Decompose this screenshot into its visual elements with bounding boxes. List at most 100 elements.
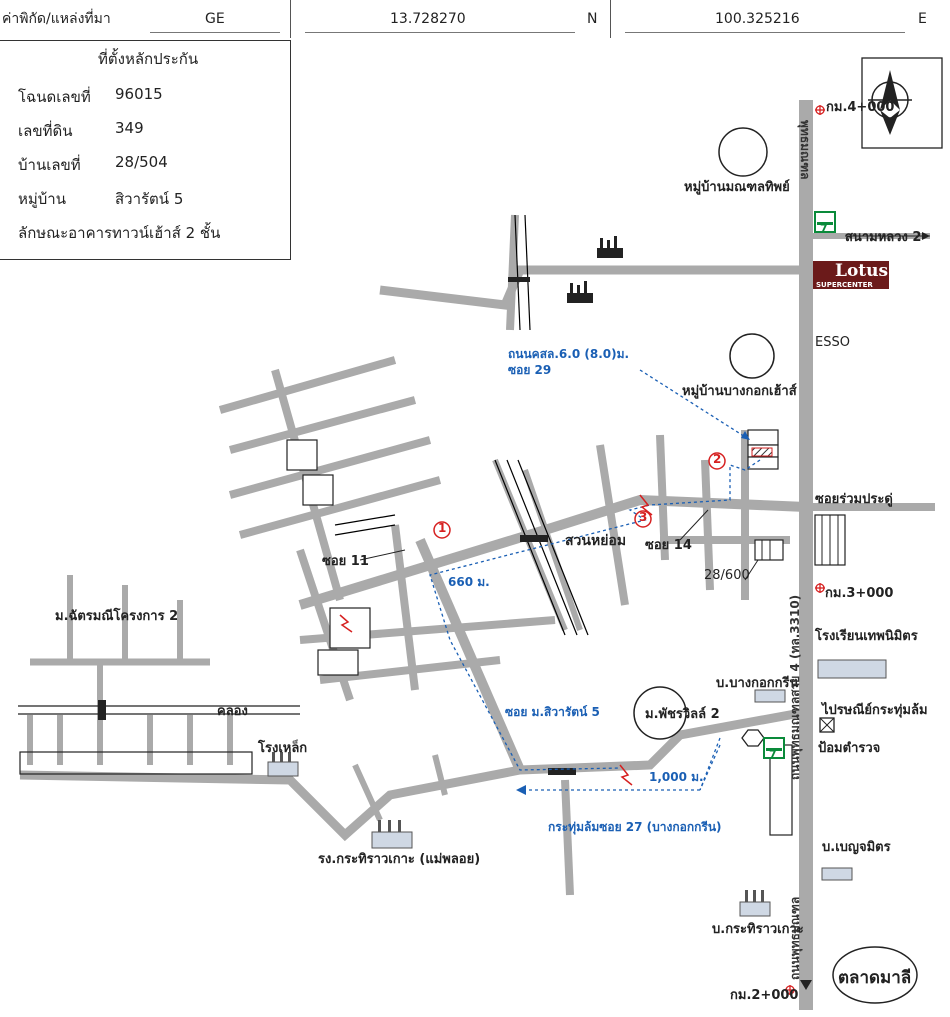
road-grid-4 [238, 476, 442, 539]
label-lotus-sub: SUPERCENTER [816, 281, 873, 289]
coord-label: ค่าพิกัด/แหล่งที่มา [2, 11, 111, 27]
label-sanam-luang: สนามหลวง 2 [845, 230, 922, 245]
label-m-pat: ม.ฉัตรมณีโครงการ 2 [55, 609, 179, 624]
canal [18, 700, 300, 775]
market-ellipse [832, 946, 918, 1004]
label-soi-siwarat: ซอย ม.สิวารัตน์ 5 [505, 705, 600, 719]
label-road-top: พุทธมณฑล [798, 120, 812, 180]
road-v6 [522, 469, 583, 631]
coord-source: GE [205, 11, 225, 27]
coord-lon-dir: E [918, 11, 927, 27]
label-dist-1000: 1,000 ม. [649, 770, 704, 784]
info-value-deed: 96015 [115, 85, 163, 103]
factory-icons [567, 236, 623, 303]
coordinate-header: ค่าพิกัด/แหล่งที่มา GE 13.728270 N 100.3… [0, 0, 950, 40]
label-b-kratir: บ.กระทิราวเกาะ [712, 922, 804, 937]
village-circle-pharuw [633, 686, 687, 740]
info-value-land-no: 349 [115, 119, 144, 137]
marker-circle-2 [708, 452, 726, 470]
seven-eleven-icon-top [814, 211, 836, 233]
km-posts [785, 105, 825, 995]
building-stripes [761, 515, 839, 565]
police-box-icon [819, 717, 835, 733]
seven-eleven-icon-bottom [763, 737, 785, 759]
village-circle-top [718, 127, 768, 177]
label-factory-mae: รง.กระทิราวเกาะ (แม่พลอย) [318, 852, 481, 867]
property-info-box: ที่ตั้งหลักประกัน โฉนดเลขที่ 96015 เลขที… [0, 40, 291, 260]
label-km2: กม.2+000 [730, 988, 799, 1003]
label-village-bkk: หมู่บ้านบางกอกเฮ้าส์ [682, 384, 797, 399]
compass [861, 57, 943, 149]
label-road-note-2: ซอย 29 [508, 363, 552, 377]
road-lower [19, 707, 807, 842]
village-circle-bkk [729, 333, 775, 379]
coord-lat: 13.728270 [390, 11, 466, 27]
road-grid-2 [228, 396, 417, 454]
road-lower-v2 [432, 754, 448, 796]
label-post: ไปรษณีย์กระทุ่มล้ม [822, 703, 928, 718]
label-road-bottom: ถนนพุทธมณฑล [788, 896, 802, 980]
factory-blocks [267, 659, 887, 917]
label-suan-hom: สวนหย่อม [565, 533, 627, 549]
railway [334, 214, 589, 636]
road-grid-v3 [391, 524, 419, 691]
info-value-house-no: 28/504 [115, 153, 168, 171]
label-highway: ถนนพุทธมณฑลสาย 4 (ทล.3310) [788, 594, 802, 780]
label-km3: กม.3+000 [825, 586, 894, 601]
marker-2: 2 [713, 452, 722, 466]
marker-3: 3 [639, 510, 648, 524]
label-village-top: หมู่บ้านมณฑลทิพย์ [684, 180, 790, 195]
road-south-stub [561, 779, 574, 896]
info-value-village: สิวารัตน์ 5 [115, 190, 184, 208]
label-esso: ESSO [815, 335, 850, 350]
label-police: ป้อมตำรวจ [818, 741, 881, 756]
landmark-circles [633, 127, 918, 1004]
road-upper-vertical [506, 214, 519, 331]
label-market: ตลาดมาลี [838, 968, 912, 988]
label-steel: โรงเหล็ก [258, 741, 308, 756]
label-road-note-1: ถนนคสล.6.0 (8.0)ม. [508, 347, 630, 361]
info-value-building: ทาวน์เฮ้าส์ 2 ชั้น [112, 224, 221, 242]
collateral-location [751, 447, 773, 457]
info-label-building: ลักษณะอาคาร [18, 224, 113, 242]
compass-n: N [884, 92, 893, 106]
label-kratum-soi: กระทุ่มล้มซอย 27 (บางกอกกรีน) [548, 820, 722, 834]
label-school: โรงเรียนเทพนิมิตร [815, 629, 918, 644]
road-v4 [596, 444, 629, 606]
label-house-no: 28/600 [704, 568, 750, 583]
label-soi-ruam: ซอยร่วมประดู่ [815, 492, 893, 507]
label-m-pharuw: ม.พัชรวิลล์ 2 [645, 707, 720, 722]
route-arrowhead [741, 431, 750, 440]
arrow-km2 [800, 980, 812, 990]
marker-circle-3 [634, 510, 652, 528]
marker-circle-1 [433, 521, 451, 539]
route-path [429, 369, 761, 791]
arrow-sanam [922, 232, 930, 240]
bridges [508, 277, 576, 775]
seven-bottom: 7 [769, 748, 777, 761]
red-markers [339, 452, 726, 786]
header-cell-lat: 13.728270 N [290, 0, 611, 38]
label-pointers [359, 235, 930, 581]
road-v1 [656, 434, 669, 561]
road-grid-3 [228, 436, 432, 499]
marker-1: 1 [438, 521, 447, 535]
lotus-logo [813, 261, 889, 289]
road-v2 [701, 459, 714, 591]
road-lower-v1 [352, 763, 383, 822]
road-soi-siwarat [415, 538, 525, 772]
info-label-house-no: บ้านเลขที่ [18, 156, 81, 174]
factory-chimneys [272, 752, 764, 902]
label-b-bkk-green: บ.บางกอกกรีน [716, 676, 799, 691]
header-cell-lon: 100.325216 E [610, 0, 948, 38]
label-soi-14: ซอย 14 [645, 538, 692, 553]
label-b-benjamit: บ.เบญจมิตร [822, 840, 891, 855]
header-cell-source: ค่าพิกัด/แหล่งที่มา GE [0, 0, 291, 38]
coord-lat-dir: N [587, 11, 598, 27]
info-label-deed: โฉนดเลขที่ [18, 88, 91, 106]
legend-label: ที่ตั้งหลักประกัน [98, 50, 199, 68]
label-lotus: Lotus [835, 261, 889, 281]
info-label-village: หมู่บ้าน [18, 190, 66, 208]
label-km4: กม.4+000 [826, 100, 895, 115]
